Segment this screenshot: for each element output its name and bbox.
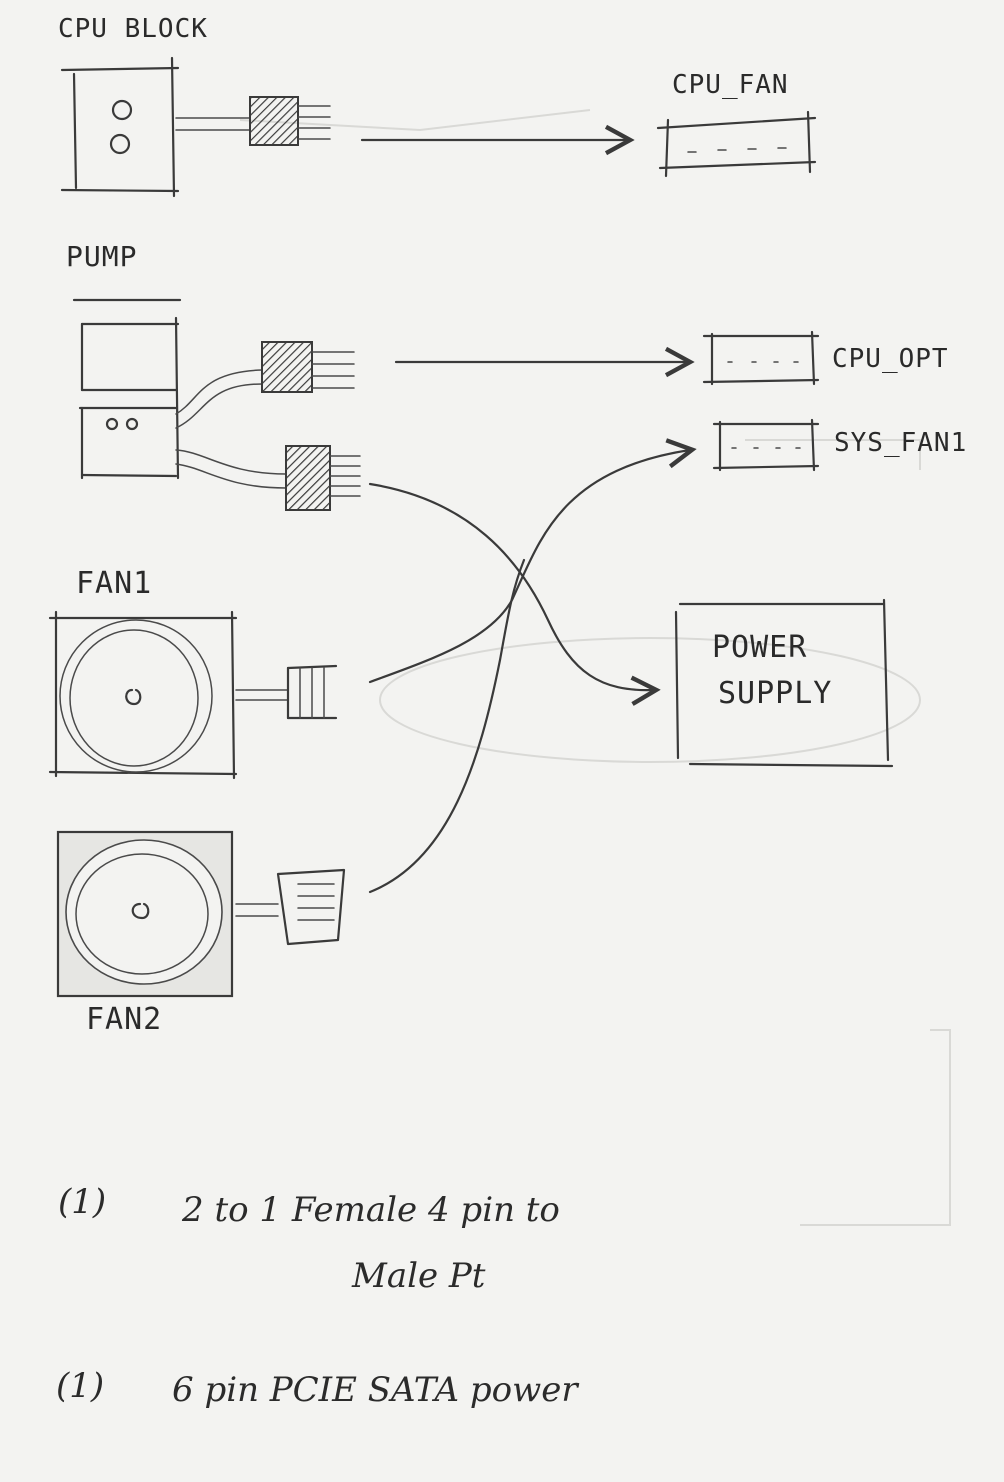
cpu-fan-header bbox=[656, 110, 817, 178]
cpu-block-connector bbox=[175, 96, 331, 146]
cable-fan2-to-sys-fan1 bbox=[368, 558, 526, 894]
bleed-through-marks bbox=[239, 109, 951, 1226]
cpu-opt-header bbox=[702, 330, 820, 386]
fan2-connector bbox=[235, 868, 346, 946]
fan1-connector bbox=[235, 664, 338, 720]
fan1-label: FAN1 bbox=[76, 566, 153, 601]
power-supply-label-line1: POWER bbox=[712, 630, 808, 665]
note-2-qty: (1) bbox=[56, 1366, 105, 1406]
fan1-shape bbox=[48, 610, 238, 780]
note-1-text-line2: Male Pt bbox=[352, 1256, 486, 1296]
sys-fan1-header bbox=[712, 418, 820, 472]
cpu-opt-label: CPU_OPT bbox=[832, 344, 949, 374]
pump-connector-bottom bbox=[285, 445, 361, 511]
note-1-qty: (1) bbox=[58, 1182, 107, 1222]
note-2-text: 6 pin PCIE SATA power bbox=[172, 1370, 578, 1410]
fan2-label: FAN2 bbox=[86, 1002, 163, 1037]
cable-pump-to-power-supply bbox=[368, 482, 654, 690]
cable-fan1-to-sys-fan1 bbox=[368, 450, 690, 684]
cpu-block-label: CPU BLOCK bbox=[58, 14, 208, 44]
cpu-block-shape bbox=[60, 56, 180, 198]
cpu-fan-label: CPU_FAN bbox=[672, 70, 789, 100]
power-supply-box bbox=[674, 598, 894, 768]
sys-fan1-label: SYS_FAN1 bbox=[834, 428, 968, 458]
pump-connector-top bbox=[261, 341, 355, 393]
power-supply-label-line2: SUPPLY bbox=[718, 676, 833, 711]
pump-label: PUMP bbox=[66, 240, 138, 273]
fan2-shape bbox=[56, 830, 234, 998]
note-1-text: 2 to 1 Female 4 pin to bbox=[182, 1190, 560, 1230]
pump-shape bbox=[72, 298, 182, 480]
pump-cables bbox=[175, 369, 287, 489]
